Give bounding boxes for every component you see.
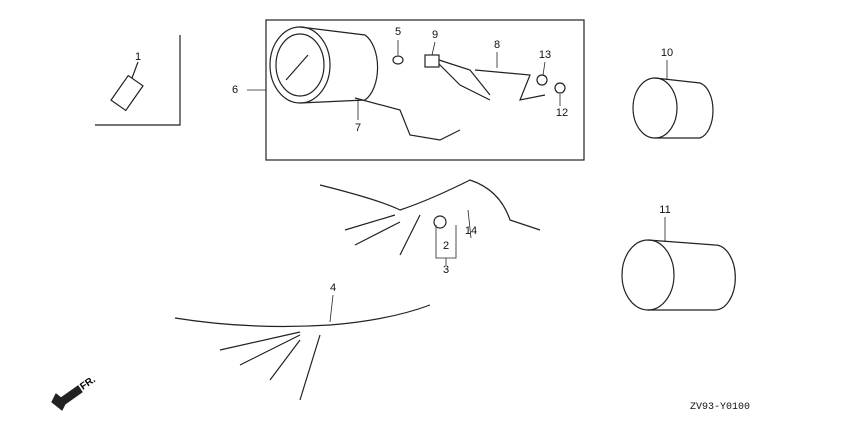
part-13 [536, 74, 548, 86]
part-11-gauge [621, 239, 736, 311]
part-1-plug [95, 35, 181, 126]
callout-10: 10 [660, 47, 674, 59]
callout-1: 1 [134, 51, 142, 63]
callout-14: 14 [464, 225, 478, 237]
diagram-code: ZV93-Y0100 [690, 402, 751, 413]
callout-8: 8 [493, 39, 501, 51]
callout-6: 6 [231, 84, 239, 96]
part-9 [424, 54, 491, 101]
callout-5: 5 [394, 26, 402, 38]
callout-13: 13 [538, 49, 552, 61]
part-8-bracket [474, 69, 546, 101]
callout-3: 3 [442, 264, 450, 276]
callout-7: 7 [354, 122, 362, 134]
front-arrow-icon [51, 385, 83, 411]
callout-9: 9 [431, 29, 439, 41]
leader-lines [247, 40, 668, 323]
part-6-gauge [269, 26, 461, 141]
callout-11: 11 [659, 204, 671, 216]
callout-2: 2 [442, 240, 450, 252]
callout-4: 4 [329, 282, 337, 294]
callout-12: 12 [555, 107, 569, 119]
main-harness [319, 179, 541, 256]
part-12 [554, 82, 566, 94]
part-10-gauge [632, 77, 714, 139]
part-4-harness [174, 304, 431, 401]
part-5 [392, 55, 404, 65]
